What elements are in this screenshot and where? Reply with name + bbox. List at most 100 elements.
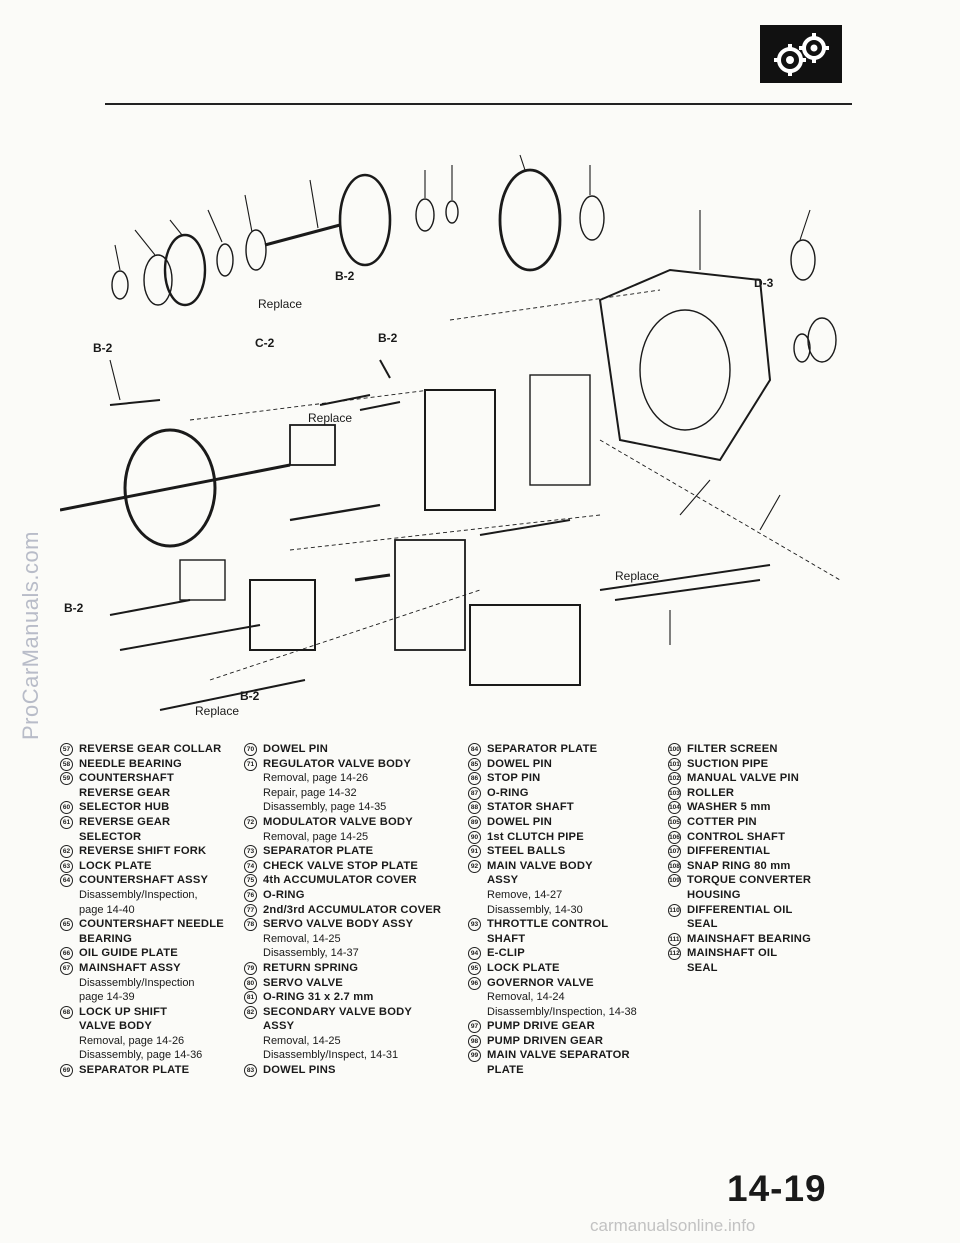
part-number-badge: 66 bbox=[60, 947, 73, 961]
part-name: COUNTERSHAFT REVERSE GEAR bbox=[79, 772, 175, 799]
part-reference: Disassembly, 14-37 bbox=[263, 947, 359, 960]
part-name: SEPARATOR PLATE bbox=[79, 1064, 190, 1077]
part-number-badge: 112 bbox=[668, 947, 681, 961]
part-number-badge: 95 bbox=[468, 961, 481, 975]
callout-c2: C-2 bbox=[255, 336, 275, 350]
part-number-badge: 102 bbox=[668, 772, 681, 786]
part-number-badge: 105 bbox=[668, 815, 681, 829]
transmission-section-icon bbox=[760, 25, 842, 83]
part-name: MANUAL VALVE PIN bbox=[687, 772, 799, 785]
part-reference: Removal, page 14-26 bbox=[79, 1034, 185, 1047]
part-number-badge: 70 bbox=[244, 743, 257, 756]
part-number-badge: 65 bbox=[60, 918, 73, 932]
part-name: O-RING bbox=[487, 786, 529, 799]
part-number-badge: 91 bbox=[468, 845, 481, 859]
part-name: THROTTLE CONTROL SHAFT bbox=[487, 918, 609, 945]
part-number-badge: 71 bbox=[244, 757, 257, 771]
part-reference: Removal, 14-24 bbox=[487, 991, 565, 1004]
part-number-badge: 86 bbox=[468, 772, 481, 786]
part-name: COUNTERSHAFT ASSY bbox=[79, 874, 209, 887]
part-number-badge: 57 bbox=[60, 743, 73, 756]
part-name: MAIN VALVE SEPARATOR PLATE bbox=[487, 1049, 630, 1077]
legend-item: 84 SEPARATOR PLATE bbox=[468, 742, 637, 757]
part-number-badge: 110 bbox=[668, 903, 681, 917]
part-name: REVERSE GEAR SELECTOR bbox=[79, 815, 171, 843]
part-name: 1st CLUTCH PIPE bbox=[487, 830, 584, 843]
part-number-badge: 87 bbox=[468, 786, 481, 800]
part-name: LOCK PLATE bbox=[487, 961, 560, 974]
part-number-badge: 73 bbox=[244, 845, 257, 859]
callout-b2: B-2 bbox=[64, 601, 84, 615]
part-reference: Repair, page 14-32 bbox=[263, 786, 357, 799]
part-name: NEEDLE BEARING bbox=[79, 757, 182, 770]
part-number-badge: 109 bbox=[668, 874, 681, 888]
part-reference: Remove, 14-27 bbox=[487, 888, 563, 901]
part-name: SELECTOR HUB bbox=[79, 801, 170, 814]
legend-item: 102 MANUAL VALVE PIN bbox=[668, 771, 811, 786]
part-number-badge: 75 bbox=[244, 874, 257, 888]
callout-b2: B-2 bbox=[335, 269, 355, 283]
part-name: GOVERNOR VALVE bbox=[487, 976, 594, 989]
part-name: DOWEL PIN bbox=[487, 815, 552, 828]
legend-item: 81 O-RING 31 x 2.7 mm bbox=[244, 990, 441, 1005]
part-name: REVERSE GEAR COLLAR bbox=[79, 743, 222, 755]
part-name: WASHER 5 mm bbox=[687, 801, 771, 814]
part-reference: Removal, 14-25 bbox=[263, 1034, 341, 1047]
part-name: SEPARATOR PLATE bbox=[487, 743, 598, 755]
part-name: LOCK PLATE bbox=[79, 859, 152, 872]
legend-item: 86 STOP PIN bbox=[468, 771, 637, 786]
replace-note: Replace bbox=[615, 569, 659, 583]
legend-item: 87 O-RING bbox=[468, 786, 637, 801]
part-name: COTTER PIN bbox=[687, 815, 757, 828]
part-number-badge: 69 bbox=[60, 1064, 73, 1078]
part-number-badge: 104 bbox=[668, 801, 681, 815]
part-name: ROLLER bbox=[687, 786, 735, 799]
part-number-badge: 64 bbox=[60, 874, 73, 888]
part-number-badge: 111 bbox=[668, 932, 681, 946]
part-reference: Removal, 14-25 bbox=[263, 932, 341, 945]
part-number-badge: 62 bbox=[60, 845, 73, 859]
part-name: SECONDARY VALVE BODY ASSY bbox=[263, 1005, 413, 1033]
part-number-badge: 94 bbox=[468, 947, 481, 961]
part-number-badge: 88 bbox=[468, 801, 481, 815]
part-number-badge: 93 bbox=[468, 918, 481, 932]
side-watermark: ProCarManuals.com bbox=[18, 530, 43, 740]
part-number-badge: 84 bbox=[468, 743, 481, 756]
part-name: STOP PIN bbox=[487, 772, 541, 785]
part-number-badge: 90 bbox=[468, 830, 481, 844]
part-number-badge: 67 bbox=[60, 961, 73, 975]
part-name: MAIN VALVE BODY ASSY bbox=[487, 859, 593, 887]
part-name: 2nd/3rd ACCUMULATOR COVER bbox=[263, 903, 442, 916]
part-name: PUMP DRIVEN GEAR bbox=[487, 1034, 604, 1047]
part-reference: Disassembly, page 14-36 bbox=[79, 1049, 203, 1062]
callout-d3: D-3 bbox=[754, 276, 774, 290]
part-number-badge: 81 bbox=[244, 991, 257, 1005]
part-number-badge: 74 bbox=[244, 859, 257, 873]
part-name: O-RING 31 x 2.7 mm bbox=[263, 991, 374, 1004]
part-number-badge: 72 bbox=[244, 815, 257, 829]
